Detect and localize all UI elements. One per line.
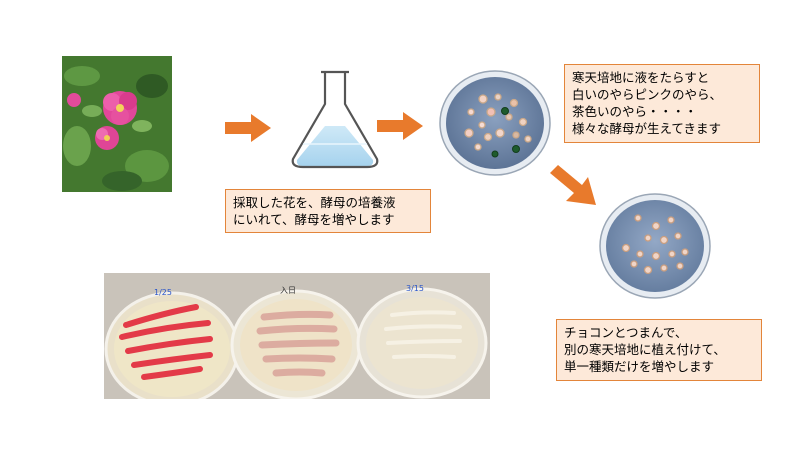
plate-label: 1/25	[154, 288, 172, 297]
note-line: 白いのやらピンクのやら、	[572, 87, 723, 102]
flower-photo	[62, 56, 172, 192]
plate-label: 3/15	[406, 284, 424, 293]
petri-dish-icon	[598, 190, 712, 304]
erlenmeyer-flask-icon	[285, 66, 385, 174]
note-line: 茶色いのやら・・・・	[572, 104, 698, 119]
right-arrow-icon	[377, 112, 423, 140]
down-right-arrow-icon	[548, 163, 598, 207]
note-line: 単一種類だけを増やします	[564, 359, 715, 374]
plate-label: 入日	[280, 286, 296, 295]
step3-note: チョコンとつまんで、 別の寒天培地に植え付けて、 単一種類だけを増やします	[556, 319, 762, 381]
note-line: 様々な酵母が生えてきます	[572, 121, 722, 136]
step2-note: 寒天培地に液をたらすと 白いのやらピンクのやら、 茶色いのやら・・・・ 様々な酵…	[564, 64, 760, 143]
culture-plates-photo: 1/25 入日 3/15	[104, 273, 490, 399]
note-line: 別の寒天培地に植え付けて、	[564, 342, 726, 357]
step1-note: 採取した花を、酵母の培養液 にいれて、酵母を増やします	[225, 189, 431, 233]
petri-dish-icon	[438, 67, 552, 181]
note-line: 寒天培地に液をたらすと	[572, 70, 710, 85]
note-line: チョコンとつまんで、	[564, 325, 688, 340]
note-line: 採取した花を、酵母の培養液	[233, 195, 396, 210]
note-line: にいれて、酵母を増やします	[233, 212, 395, 227]
right-arrow-icon	[225, 114, 271, 142]
